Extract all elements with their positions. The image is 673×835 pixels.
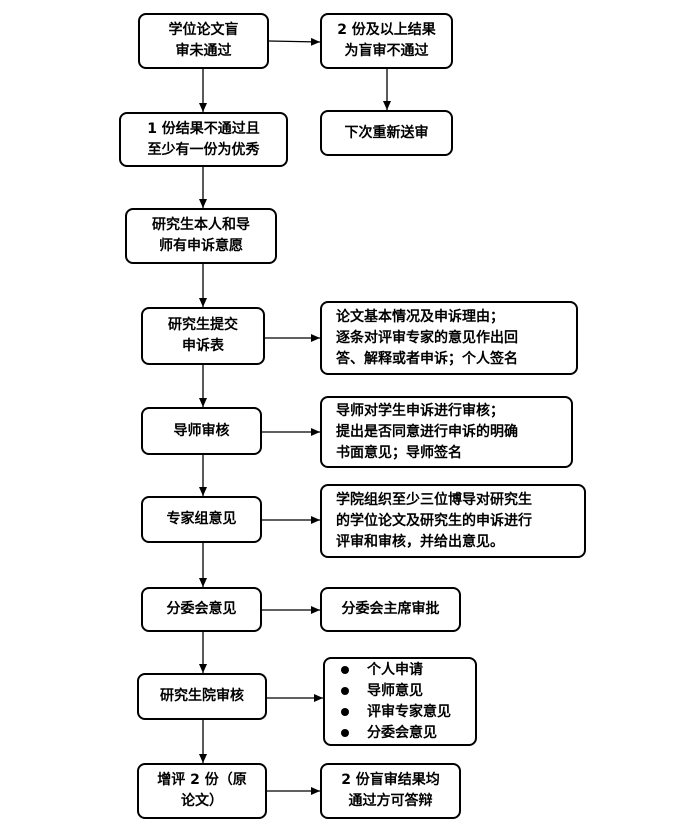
note-line: 评审和审核，并给出意见。: [336, 533, 504, 550]
list-item-text: 评审专家意见: [367, 703, 451, 720]
list-item-text: 个人申请: [367, 661, 423, 678]
step-expert-panel-opinion: 专家组意见: [141, 496, 262, 543]
bullet-icon: [341, 687, 349, 695]
note-line: 书面意见；导师签名: [336, 444, 462, 461]
note-line: 2 份及以上结果: [337, 22, 436, 38]
list-item: 分委会意见: [341, 723, 437, 744]
list-item: 个人申请: [341, 660, 423, 681]
note-resubmit-next-time: 下次重新送审: [320, 110, 453, 156]
note-review-materials-list: 个人申请 导师意见 评审专家意见 分委会意见: [323, 657, 477, 746]
note-appeal-form-contents: 论文基本情况及申诉理由； 逐条对评审专家的意见作出回 答、解释或者申诉；个人签名: [320, 301, 578, 375]
note-supervisor-review-details: 导师对学生申诉进行审核； 提出是否同意进行申诉的明确 书面意见；导师签名: [320, 396, 573, 468]
step-line: 研究生本人和导: [152, 217, 250, 233]
step-line: 导师审核: [173, 422, 230, 439]
list-item-text: 导师意见: [367, 682, 423, 699]
note-line: 下次重新送审: [344, 124, 429, 141]
bullet-icon: [341, 708, 349, 716]
note-line: 通过方可答辩: [348, 793, 433, 809]
step-line: 研究生院审核: [160, 688, 244, 704]
note-line: 的学位论文及研究生的申诉进行: [336, 512, 532, 529]
step-line: 师有申诉意愿: [159, 238, 243, 254]
note-both-pass-to-defend: 2 份盲审结果均 通过方可答辩: [320, 763, 461, 819]
step-graduate-school-review: 研究生院审核: [137, 673, 267, 720]
step-line: 研究生提交: [168, 317, 238, 333]
step-submit-appeal-form: 研究生提交 申诉表: [141, 307, 265, 365]
note-line: 答、解释或者申诉；个人签名: [336, 350, 518, 367]
note-line: 提出是否同意进行申诉的明确: [336, 423, 518, 440]
list-item-text: 分委会意见: [367, 724, 437, 741]
step-additional-review: 增评 2 份（原 论文）: [137, 763, 267, 819]
bullet-icon: [341, 729, 349, 737]
note-line: 分委会主席审批: [341, 601, 440, 617]
note-expert-panel-details: 学院组织至少三位博导对研究生 的学位论文及研究生的申诉进行 评审和审核，并给出意…: [320, 484, 586, 558]
step-line: 增评 2 份（原: [157, 772, 247, 788]
step-appeal-willingness: 研究生本人和导 师有申诉意愿: [125, 208, 277, 264]
step-line: 分委会意见: [166, 601, 237, 617]
step-line: 审未通过: [175, 43, 232, 59]
step-line: 申诉表: [182, 338, 224, 354]
step-blind-review-failed: 学位论文盲 审未通过: [138, 13, 269, 69]
note-line: 学院组织至少三位博导对研究生: [336, 491, 532, 508]
step-line: 至少有一份为优秀: [147, 141, 260, 158]
arrow-step1-note1: [268, 37, 321, 46]
list-item: 评审专家意见: [341, 702, 451, 723]
step-one-fail-one-excellent: 1 份结果不通过且 至少有一份为优秀: [119, 112, 288, 167]
note-line: 逐条对评审专家的意见作出回: [336, 329, 518, 346]
note-line: 论文基本情况及申诉理由；: [336, 308, 504, 325]
note-line: 2 份盲审结果均: [341, 772, 440, 788]
step-subcommittee-opinion: 分委会意见: [141, 587, 262, 632]
list-item: 导师意见: [341, 681, 423, 702]
step-line: 专家组意见: [166, 511, 237, 527]
note-line: 为盲审不通过: [344, 43, 429, 59]
note-two-or-more-failed: 2 份及以上结果 为盲审不通过: [320, 13, 453, 69]
step-line: 论文）: [181, 793, 223, 809]
bullet-icon: [341, 666, 349, 674]
step-line: 1 份结果不通过且: [147, 120, 260, 137]
note-subcommittee-chair-approval: 分委会主席审批: [320, 587, 461, 632]
step-line: 学位论文盲: [168, 22, 239, 38]
step-supervisor-review: 导师审核: [141, 407, 262, 455]
note-line: 导师对学生申诉进行审核；: [336, 402, 504, 419]
